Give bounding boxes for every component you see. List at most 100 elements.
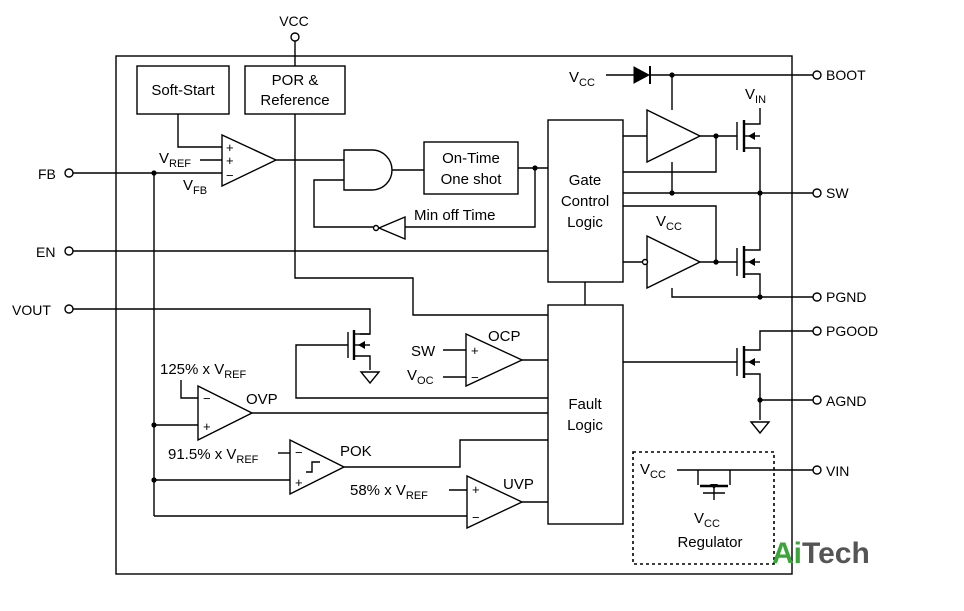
reg-vcc-label: VCC [640,461,666,481]
soft-start-block [136,65,230,115]
ocp-sw-label: SW [411,343,436,360]
junction-dot [151,477,157,483]
wire [295,344,548,399]
uvp-label: UVP [503,476,534,493]
pin-pgnd-terminal [812,292,822,302]
gate-line3: Logic [567,214,603,231]
ocp-minus: − [471,370,479,385]
pin-pgnd-label: PGND [826,289,866,305]
pok-label: POK [340,443,372,460]
regulator-mosfet [697,470,731,500]
pin-pgood-label: PGOOD [826,323,878,339]
reg-vcc-out-label: VCC [694,510,720,530]
boot-diode [633,66,651,84]
fault-line1: Fault [568,396,602,413]
ovp-label: OVP [246,391,278,408]
comp-plus-1: + [226,140,234,155]
comp-minus: − [226,168,234,183]
pin-sw-label: SW [826,185,849,201]
uvp-plus: + [472,482,480,497]
ocp-label: OCP [488,328,521,345]
pgood-mosfet [736,330,813,400]
gate-control-block [547,119,624,283]
on-time-line2: One shot [441,171,503,188]
fault-line2: Logic [567,417,603,434]
on-time-line1: On-Time [442,150,500,167]
driver-vcc-label: VCC [656,213,682,233]
pin-agnd-terminal [812,395,822,405]
por-label-line2: Reference [260,92,329,109]
discharge-mosfet [347,330,371,370]
pin-fb-terminal [64,168,74,178]
inverter-bubble [372,224,380,232]
ocp-comparator [465,332,524,388]
junction-dot [757,294,763,300]
gate-line1: Gate [569,172,602,189]
fault-logic-block [547,304,624,525]
pin-vout-terminal [64,304,74,314]
wire [344,439,548,468]
low-side-mosfet [736,193,761,297]
vref-label: VREF [159,150,191,170]
on-time-block [423,141,519,195]
wire [405,168,536,228]
por-label-line1: POR & [272,72,319,89]
pok-plus: + [295,475,303,490]
inverter-bubble [641,258,649,266]
gate-line2: Control [561,193,609,210]
pok-minus: − [295,445,303,460]
high-side-mosfet [736,108,761,193]
uvp-comparator [466,474,524,530]
watermark-logo: AiTech [772,537,870,570]
ovp-plus: + [203,419,211,434]
hs-vin-label: VIN [745,86,766,106]
and-gate [343,149,393,191]
voc-label: VOC [407,367,434,387]
hysteresis-icon [306,461,320,473]
regulator-label: Regulator [677,534,742,551]
pin-agnd-label: AGND [826,393,866,409]
junction-dot [151,422,157,428]
ovp-comparator [197,384,254,442]
vfb-label: VFB [183,177,207,197]
min-off-label: Min off Time [414,207,495,224]
high-side-driver [646,108,702,164]
wire [623,136,717,173]
comp-plus-2: + [226,153,234,168]
soft-start-label: Soft-Start [151,82,215,99]
wire [671,288,813,298]
ovp-threshold-label: 125% x VREF [160,361,246,381]
min-off-buffer [377,215,406,241]
pin-en-terminal [64,246,74,256]
por-reference-block [244,65,346,115]
pin-fb-label: FB [38,166,56,182]
pin-vout-label: VOUT [12,302,51,318]
uvp-minus: − [472,510,480,525]
ovp-minus: − [203,391,211,406]
wire [313,179,374,228]
diode-vcc-label: VCC [569,69,595,89]
wire [73,308,371,335]
low-side-driver [646,234,702,290]
wire [180,380,198,399]
ground-symbol [359,371,381,385]
pin-boot-label: BOOT [826,67,866,83]
wire [177,114,222,148]
chip-outline [115,55,793,575]
wire [294,114,548,316]
pin-vin-label: VIN [826,463,849,479]
ground-symbol [749,421,771,435]
wire [623,205,717,262]
pin-vcc-label: VCC [279,13,309,29]
pin-vin-terminal [812,465,822,475]
pok-comparator [289,438,346,496]
ocp-plus: + [471,343,479,358]
pin-boot-terminal [812,70,822,80]
vcc-regulator-block [632,451,775,565]
pin-en-label: EN [36,244,55,260]
pin-sw-terminal [812,188,822,198]
uvp-threshold-label: 58% x VREF [350,482,428,502]
pok-threshold-label: 91.5% x VREF [168,446,259,466]
pin-pgood-terminal [812,326,822,336]
